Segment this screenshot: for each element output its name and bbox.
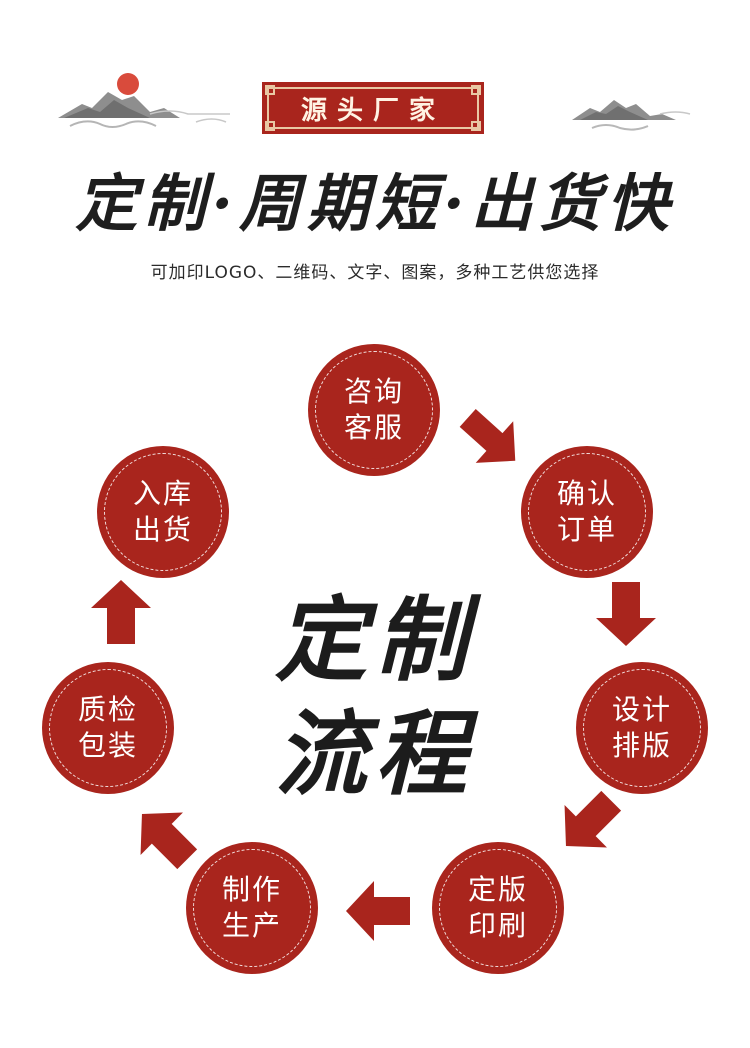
step-label: 出货	[132, 513, 193, 546]
step-label: 排版	[611, 729, 672, 762]
arrow-icon	[91, 580, 151, 644]
step-label: 设计	[611, 693, 672, 726]
step-warehouse-shipping: 入库 出货	[97, 446, 229, 578]
brand-badge: 源头厂家	[262, 82, 484, 134]
step-design-layout: 设计 排版	[576, 662, 708, 794]
step-label: 印刷	[467, 909, 528, 942]
step-label: 定版	[467, 873, 528, 906]
badge-label: 源头厂家	[300, 95, 445, 126]
step-label: 咨询	[343, 375, 404, 408]
page-subtitle: 可加印LOGO、二维码、文字、图案，多种工艺供您选择	[150, 263, 600, 283]
step-inspection-packing: 质检 包装	[42, 662, 174, 794]
step-label: 订单	[556, 513, 617, 546]
step-label: 质检	[77, 693, 138, 726]
center-title-line1: 定制	[274, 586, 475, 694]
step-label: 制作	[221, 873, 282, 906]
center-title-line2: 流程	[274, 700, 475, 808]
step-proof-print: 定版 印刷	[432, 842, 564, 974]
step-production: 制作 生产	[186, 842, 318, 974]
step-label: 包装	[77, 729, 138, 762]
arrow-icon	[140, 812, 198, 870]
step-consult-service: 咨询 客服	[308, 344, 440, 476]
arrow-icon	[459, 409, 516, 463]
step-confirm-order: 确认 订单	[521, 446, 653, 578]
step-label: 入库	[132, 477, 193, 510]
arrow-icon	[596, 582, 656, 646]
step-label: 生产	[221, 909, 282, 942]
step-label: 客服	[343, 411, 404, 444]
page-headline: 定制·周期短·出货快	[75, 167, 675, 240]
arrow-icon	[564, 790, 622, 848]
arrow-icon	[346, 881, 410, 941]
step-label: 确认	[556, 477, 617, 510]
